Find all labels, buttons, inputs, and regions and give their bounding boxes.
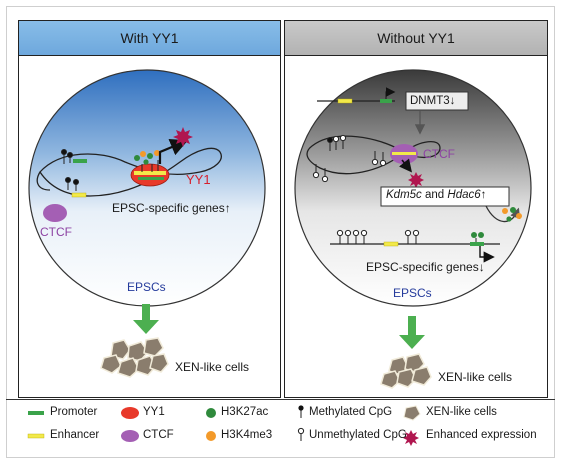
xen-label-right: XEN-like cells <box>438 370 513 384</box>
chromatin-loop-left <box>39 147 222 197</box>
dnmt3-label: DNMT3↓ <box>410 95 456 107</box>
legend-ctcf: CTCF <box>143 429 174 441</box>
xen-cell-cluster-right <box>380 353 432 389</box>
epsc-cell-label-left: EPSCs <box>127 280 166 294</box>
enhancer-mark-left <box>71 192 87 198</box>
differentiation-arrow-right <box>408 316 416 336</box>
legend-methylated-cpg: Methylated CpG <box>309 406 393 418</box>
promoter-mark-right-bottom <box>470 242 484 246</box>
ctcf-label-right: CTCF <box>423 147 455 161</box>
promoter-mark-right-top <box>380 99 392 103</box>
unmethylated-cpg-bottom <box>336 229 420 244</box>
promoter-mark-left <box>73 159 87 163</box>
panel-with-yy1: With YY1 <box>18 20 281 398</box>
kdm5c-gene: Kdm5c <box>386 189 422 201</box>
dnmt3-box <box>405 91 469 111</box>
epsc-genes-label-right: EPSC-specific genes↓ <box>366 260 485 274</box>
differentiation-arrow-left <box>142 304 150 322</box>
kdm5c-hdac6-box <box>380 186 510 207</box>
panel-title-with-yy1: With YY1 <box>19 21 280 56</box>
enhancer-mark-right-bottom <box>383 241 399 247</box>
kdm-and: and <box>425 189 445 201</box>
methylated-cpg-left <box>61 149 79 191</box>
methylated-cpg-right <box>327 137 333 151</box>
xen-cell-cluster-left <box>100 337 169 378</box>
epsc-cell-label-right: EPSCs <box>393 286 432 300</box>
epsc-genes-label-left: EPSC-specific genes↑ <box>112 201 231 215</box>
transcription-arrow-left <box>158 138 189 164</box>
hdac6-gene: Hdac6 <box>447 189 481 201</box>
histone-mark-bottom <box>471 232 484 242</box>
legend-enhanced-expression: Enhanced expression <box>426 429 537 441</box>
yy1-label: YY1 <box>186 172 211 187</box>
enhancer-mark-right-top <box>337 98 353 104</box>
ctcf-protein-left <box>43 204 67 222</box>
epsc-cell-left <box>28 69 266 307</box>
legend <box>6 399 555 459</box>
legend-xen-cells: XEN-like cells <box>426 406 497 418</box>
enhanced-expression-star-right <box>408 172 424 188</box>
enhanced-expression-star-left <box>173 127 193 147</box>
histone-marks-left <box>134 150 160 172</box>
panel-without-yy1: Without YY1 <box>284 20 548 398</box>
legend-h3k27ac: H3K27ac <box>221 406 269 418</box>
unmethylated-cpg-right <box>312 134 387 183</box>
xen-label-left: XEN-like cells <box>175 360 250 374</box>
ctcf-label-left: CTCF <box>40 225 72 239</box>
chromatin-loop-right <box>306 135 441 175</box>
legend-promoter: Promoter <box>50 406 98 418</box>
legend-yy1: YY1 <box>143 406 165 418</box>
legend-symbols <box>27 405 421 446</box>
histone-marks-right <box>502 207 522 222</box>
kdm-up-arrow: ↑ <box>480 189 487 201</box>
legend-unmethylated-cpg: Unmethylated CpG <box>309 429 407 441</box>
transcription-arrow-right <box>479 246 495 263</box>
kdm5c-hdac6-label: Kdm5c and Hdac6↑ <box>386 189 486 201</box>
legend-h3k4me3: H3K4me3 <box>221 429 273 441</box>
panel-title-without-yy1: Without YY1 <box>285 21 547 56</box>
legend-enhancer: Enhancer <box>50 429 100 441</box>
